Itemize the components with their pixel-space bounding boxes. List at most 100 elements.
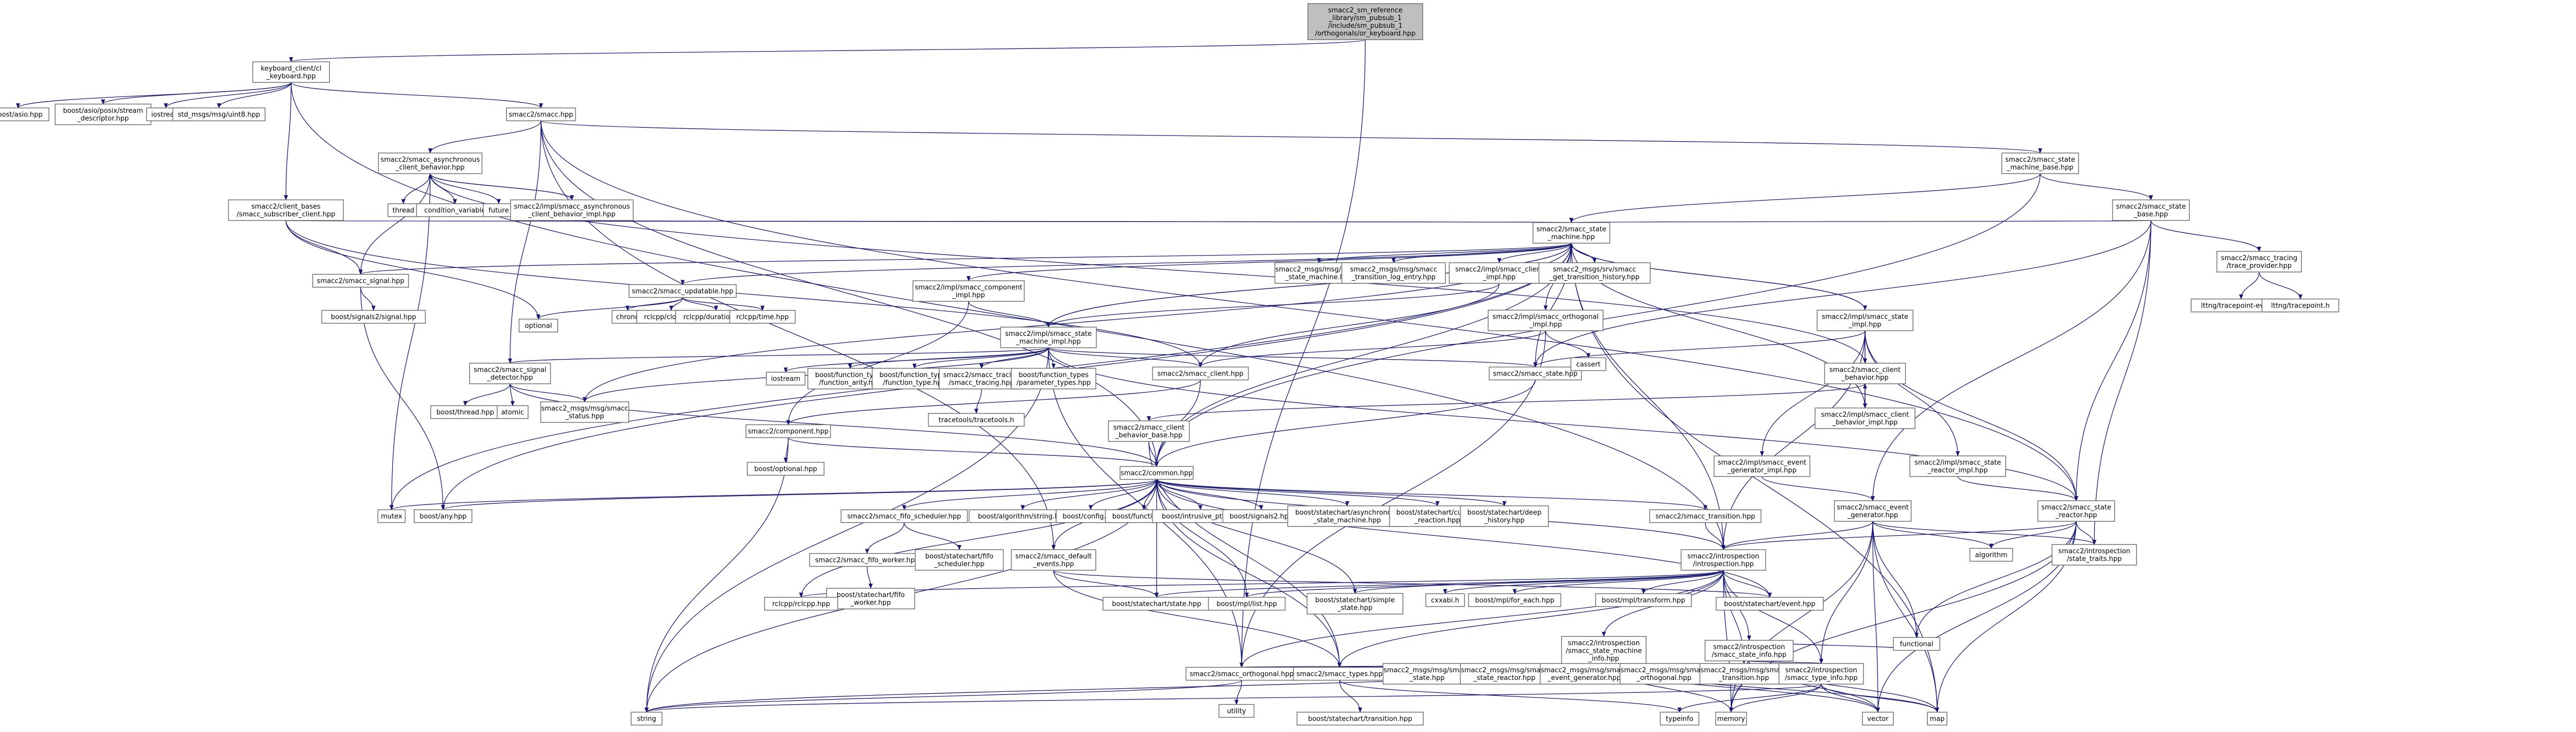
node-msgstatereactor[interactable]: smacc2_msgs/msg/smacc_state_reactor.hpp (1460, 663, 1549, 685)
node-async[interactable]: smacc2/smacc_asynchronous_client_behavio… (378, 152, 483, 174)
node-msgstate[interactable]: smacc2_msgs/msg/smacc_state.hpp (1382, 663, 1472, 685)
node-stateinfo[interactable]: smacc2/introspection/smacc_state_info.hp… (1704, 640, 1794, 661)
node-iostream2[interactable]: iostream (766, 371, 806, 386)
node-fifoworker[interactable]: smacc2/smacc_fifo_worker.hpp (809, 553, 925, 567)
node-cassert[interactable]: cassert (1570, 357, 1606, 371)
node-signals2[interactable]: boost/signals2.hpp (1222, 509, 1300, 523)
node-algorithm[interactable]: algorithm (1969, 548, 2013, 562)
node-clbehbase[interactable]: smacc2/smacc_client_behavior_base.hpp (1108, 420, 1190, 442)
node-asyncimpl[interactable]: smacc2/impl/smacc_asynchronous_client_be… (510, 199, 634, 221)
node-statetraits[interactable]: smacc2/introspection/state_traits.hpp (2052, 544, 2137, 566)
node-fnparam[interactable]: boost/function_types/parameter_types.hpp (1011, 368, 1096, 389)
node-scstate[interactable]: boost/statechart/state.hpp (1103, 597, 1211, 611)
node-fifosched[interactable]: smacc2/smacc_fifo_scheduler.hpp (840, 509, 968, 523)
node-asio[interactable]: boost/asio.hpp (0, 107, 49, 122)
node-stateimpl[interactable]: smacc2/impl/smacc_state_impl.hpp (1817, 310, 1913, 331)
node-mutex[interactable]: mutex (377, 509, 406, 523)
node-tracing[interactable]: smacc2/smacc_tracing/trace_provider.hpp (2216, 251, 2302, 273)
node-mplforeach[interactable]: boost/mpl/for_each.hpp (1468, 593, 1562, 607)
node-functional[interactable]: functional (1893, 637, 1940, 651)
node-compimpl[interactable]: smacc2/impl/smacc_component_impl.hpp (912, 280, 1025, 302)
node-label-line: smacc2/common.hpp (1121, 470, 1193, 478)
node-scevent[interactable]: boost/statechart/event.hpp (1716, 597, 1824, 611)
node-rcltime[interactable]: rclcpp/time.hpp (729, 310, 796, 324)
edge-signal-to-boostsignals2 (360, 287, 376, 311)
node-simplestate[interactable]: boost/statechart/simple_state.hpp (1307, 593, 1403, 615)
node-reactorimpl[interactable]: smacc2/impl/smacc_state_reactor_impl.hpp (1909, 455, 2006, 477)
node-smtracing[interactable]: smacc2/smacc_tracing/smacc_tracing.hpp (939, 368, 1024, 389)
node-root[interactable]: smacc2_sm_reference_library/sm_pubsub_1/… (1307, 3, 1423, 40)
node-boostsignals2[interactable]: boost/signals2/signal.hpp (321, 310, 426, 324)
node-mpllist[interactable]: boost/mpl/list.hpp (1208, 597, 1286, 611)
node-string[interactable]: string (631, 711, 663, 726)
node-reactor[interactable]: smacc2/smacc_state_reactor.hpp (2037, 500, 2115, 522)
node-updatable[interactable]: smacc2/smacc_updatable.hpp (629, 284, 737, 298)
node-memory[interactable]: memory (1715, 711, 1747, 726)
node-lttngtp[interactable]: lttng/tracepoint.h (2261, 298, 2340, 313)
node-gaphistory[interactable]: smacc2_msgs/srv/smacc_get_transition_his… (1538, 262, 1651, 284)
node-introspection[interactable]: smacc2/introspection/introspection.hpp (1681, 549, 1766, 571)
node-msgtrans[interactable]: smacc2_msgs/msg/smacc_transition.hpp (1699, 663, 1789, 685)
node-threadhpp[interactable]: boost/thread.hpp (430, 405, 500, 419)
edge-updatable-to-optional (536, 297, 683, 320)
node-sigdetector[interactable]: smacc2/smacc_signal_detector.hpp (469, 363, 551, 384)
edge-reactor-to-algorithm (1989, 521, 2077, 549)
node-utility[interactable]: utility (1218, 704, 1255, 718)
node-asyncsm[interactable]: boost/statechart/asynchronous_state_mach… (1287, 505, 1408, 527)
node-sctransition[interactable]: boost/statechart/transition.hpp (1296, 711, 1424, 726)
node-clientimpl[interactable]: smacc2/impl/smacc_client_impl.hpp (1449, 262, 1550, 284)
node-orthogonal[interactable]: smacc2/smacc_orthogonal.hpp (1185, 667, 1298, 681)
node-smbase[interactable]: smacc2/smacc_state_machine_base.hpp (2001, 152, 2079, 174)
node-state[interactable]: smacc2/smacc_state.hpp (1488, 366, 1582, 381)
node-cxxabi[interactable]: cxxabi.h (1425, 593, 1465, 607)
node-typeinfo[interactable]: smacc2/introspection/smacc_type_info.hpp (1778, 663, 1864, 685)
node-smmsglog[interactable]: smacc2_msgs/msg/smacc_transition_log_ent… (1341, 262, 1446, 284)
node-atomic[interactable]: atomic (497, 405, 529, 419)
node-thread[interactable]: thread (387, 203, 419, 217)
node-evgen[interactable]: smacc2/smacc_event_generator.hpp (1834, 500, 1912, 522)
node-types[interactable]: smacc2/smacc_types.hpp (1293, 667, 1386, 681)
node-common[interactable]: smacc2/common.hpp (1120, 466, 1194, 480)
node-smimpl[interactable]: smacc2/impl/smacc_state_machine_impl.hpp (1000, 327, 1097, 348)
node-smstateinfo[interactable]: smacc2/introspection/smacc_state_machine… (1561, 636, 1647, 666)
node-statemachine[interactable]: smacc2/smacc_state_machine.hpp (1532, 222, 1611, 244)
node-posix[interactable]: boost/asio/posix/stream_descriptor.hpp (55, 104, 151, 125)
node-box (1817, 310, 1913, 331)
node-typeinfoh[interactable]: typeinfo (1659, 711, 1700, 726)
node-deephistory[interactable]: boost/statechart/deep_history.hpp (1460, 505, 1549, 527)
node-statechartfifosched[interactable]: boost/statechart/fifo_scheduler.hpp (914, 549, 1004, 571)
node-msgorth[interactable]: smacc2_msgs/msg/smacc_orthogonal.hpp (1619, 663, 1709, 685)
node-vector[interactable]: vector (1862, 711, 1894, 726)
node-clbehimpl[interactable]: smacc2/impl/smacc_client_behavior_impl.h… (1815, 407, 1916, 429)
node-clbehavior[interactable]: smacc2/smacc_client_behavior.hpp (1824, 363, 1906, 384)
node-kbd[interactable]: keyboard_client/cl_keyboard.hpp (252, 61, 330, 83)
node-label-line: smacc2/impl/smacc_state (1005, 330, 1092, 338)
node-component[interactable]: smacc2/component.hpp (745, 424, 831, 438)
node-msgevgen[interactable]: smacc2_msgs/msg/smacc_event_generator.hp… (1539, 663, 1629, 685)
node-condvar[interactable]: condition_variable (416, 203, 494, 217)
node-smstatus[interactable]: smacc2_msgs/msg/smacc_status.hpp (540, 401, 630, 423)
node-stdmsgs[interactable]: std_msgs/msg/uint8.hpp (172, 107, 266, 122)
node-defaultevents[interactable]: smacc2/smacc_default_events.hpp (1011, 549, 1096, 571)
node-statechartfifoworker[interactable]: boost/statechart/fifo_worker.hpp (826, 588, 916, 609)
node-clsub[interactable]: smacc2/client_bases/smacc_subscriber_cli… (228, 199, 344, 221)
node-optional[interactable]: optional (518, 318, 558, 333)
node-mpltransform[interactable]: boost/mpl/transform.hpp (1595, 593, 1692, 607)
node-tracetools[interactable]: tracetools/tracetools.h (928, 413, 1025, 427)
node-smacc[interactable]: smacc2/smacc.hpp (506, 107, 576, 122)
node-box (1152, 366, 1249, 381)
node-client[interactable]: smacc2/smacc_client.hpp (1152, 366, 1249, 381)
node-map[interactable]: map (1927, 711, 1947, 726)
node-signal[interactable]: smacc2/smacc_signal.hpp (312, 274, 409, 288)
node-rclcpp[interactable]: rclcpp/rclcpp.hpp (764, 597, 838, 611)
node-future[interactable]: future (483, 203, 515, 217)
node-transition[interactable]: smacc2/smacc_transition.hpp (1649, 509, 1761, 523)
node-label-line: boost/function_types (879, 371, 950, 379)
node-orthimpl[interactable]: smacc2/impl/smacc_orthogonal_impl.hpp (1487, 310, 1604, 331)
node-boostany[interactable]: boost/any.hpp (414, 509, 472, 523)
node-boostoptional[interactable]: boost/optional.hpp (747, 462, 825, 476)
edge-orthogonal-to-utility (1234, 680, 1242, 705)
node-evgenimpl[interactable]: smacc2/impl/smacc_event_generator_impl.h… (1714, 455, 1810, 477)
node-box (414, 509, 472, 523)
node-statebase[interactable]: smacc2/smacc_state_base.hpp (2112, 199, 2190, 221)
